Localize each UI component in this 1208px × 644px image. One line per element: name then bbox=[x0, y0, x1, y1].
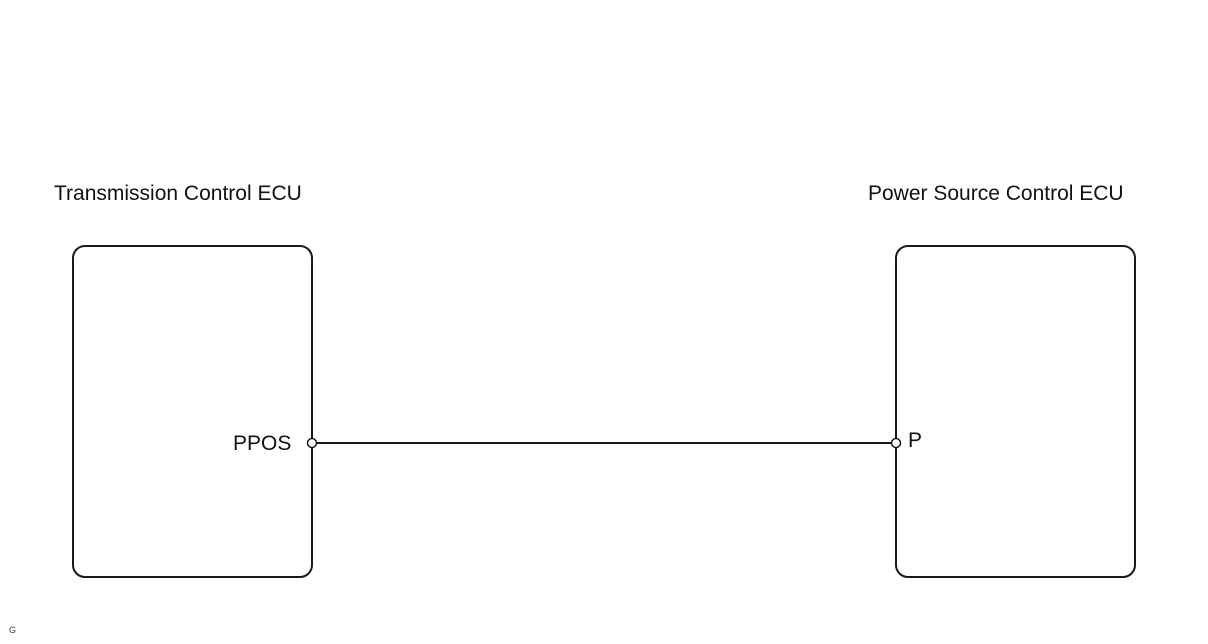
transmission-control-ecu-title: Transmission Control ECU bbox=[54, 182, 302, 205]
ppos-pin-label: PPOS bbox=[233, 432, 292, 455]
power-source-control-ecu-box bbox=[895, 245, 1136, 578]
power-source-control-ecu-title: Power Source Control ECU bbox=[868, 182, 1124, 205]
figure-code-label: G bbox=[9, 625, 17, 635]
p-pin-label: P bbox=[908, 429, 923, 452]
transmission-control-ecu-box bbox=[72, 245, 313, 578]
p-terminal bbox=[890, 437, 902, 449]
ppos-terminal bbox=[306, 437, 318, 449]
